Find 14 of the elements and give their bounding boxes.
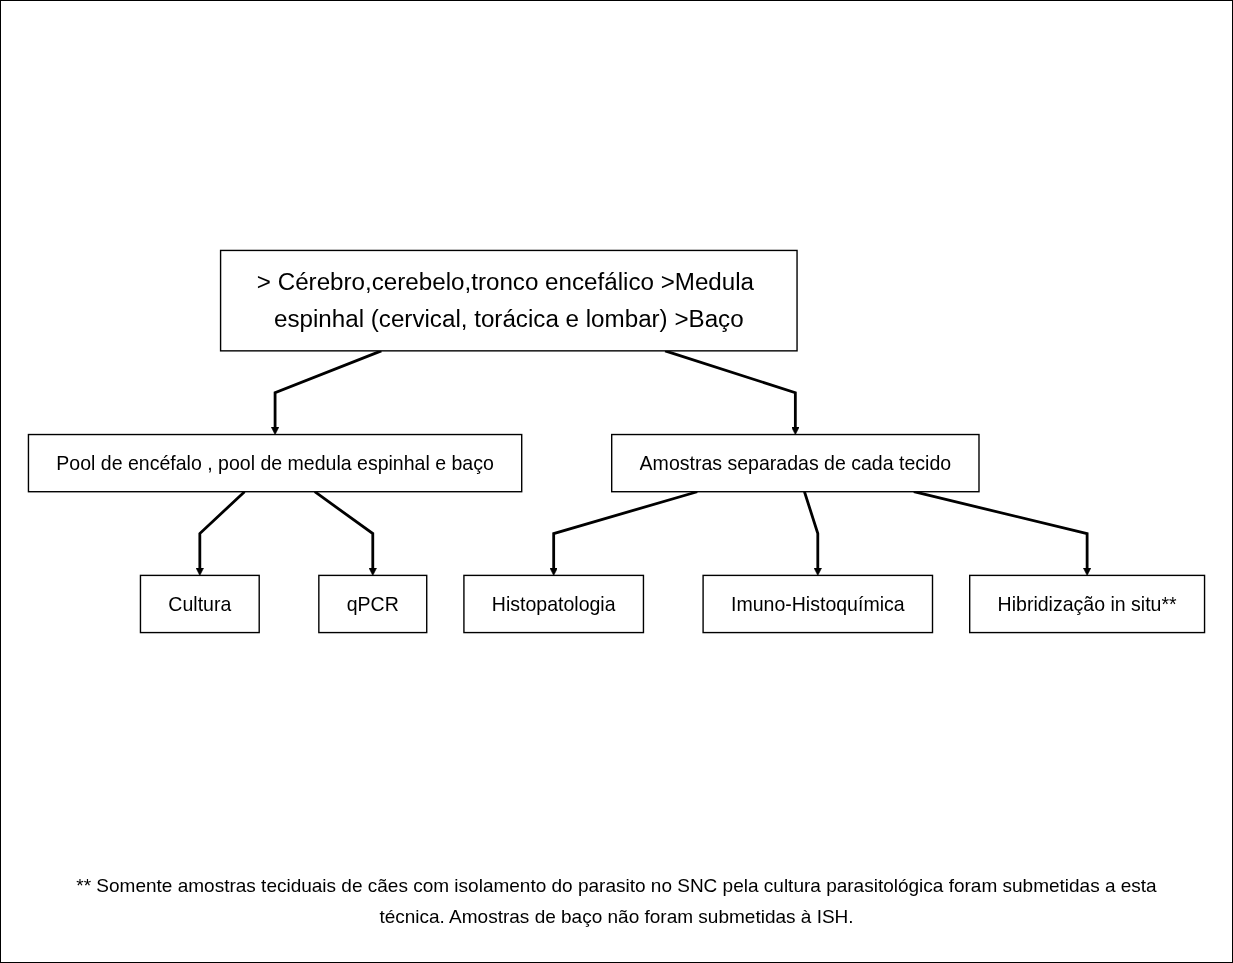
arrow [313,490,377,576]
node-box: qPCR [318,574,428,633]
node-box: Histopatologia [463,574,645,633]
arrow [195,490,246,576]
node-box: Imuno-Histoquímica [702,574,934,633]
node-box: Amostras separadas de cada tecido [611,433,980,492]
arrow [803,490,822,576]
footnote: ** Somente amostras teciduais de cães com isolamento do parasito no SNC pela cultura parasitológica foram submetidas a esta técnica. Amostras de baço não foram submetidas à ISH. [75,874,1158,929]
arrow [271,349,382,435]
arrow [664,349,800,435]
node-box: > Cérebro,cerebelo,tronco encefálico >Medula espinhal (cervical, torácica e lombar) >Baço [219,249,798,352]
node-box: Hibridização in situ** [969,574,1206,633]
node-box: Cultura [139,574,260,633]
node-box: Pool de encéfalo , pool de medula espinhal e baço [27,433,523,492]
